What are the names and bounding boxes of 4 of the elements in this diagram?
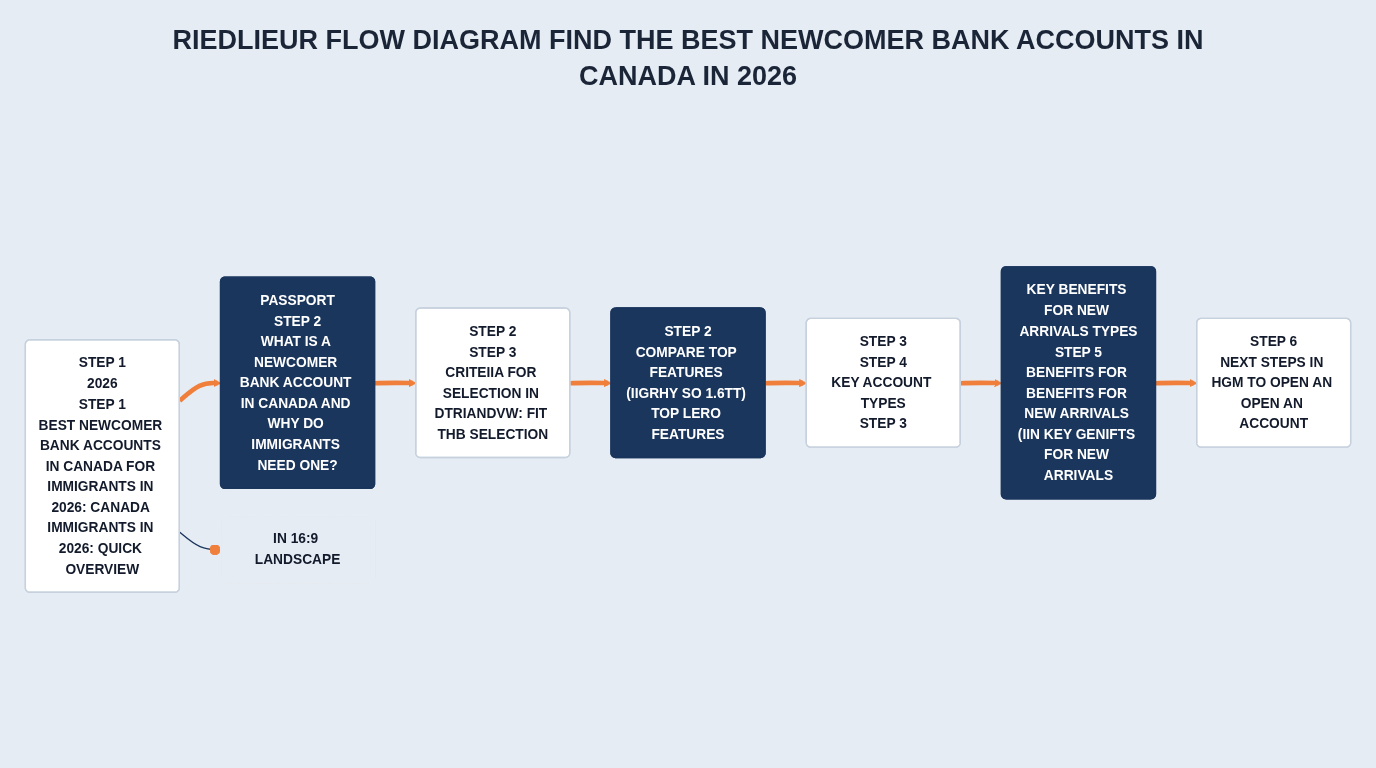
diagram-title: RIEDLIEUR FLOW DIAGRAM FIND THE BEST NEWCOMER BANK ACCOUNTS IN CANADA IN 2026 <box>171 24 1205 94</box>
node-text: IN 16:9 LANDSCAPE <box>254 530 341 567</box>
arrow <box>570 378 612 387</box>
connector <box>179 531 222 556</box>
